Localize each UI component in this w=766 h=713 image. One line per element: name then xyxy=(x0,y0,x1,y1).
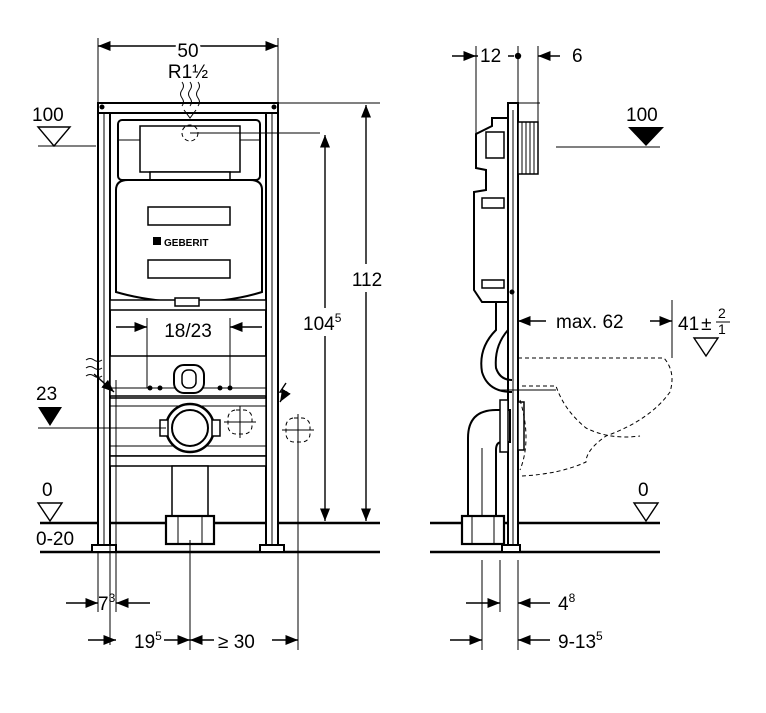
side-view: 100 0 41± 2 1 max. 62 12 6 xyxy=(430,42,730,653)
side-flush-pipe xyxy=(480,302,513,393)
floor-range-label: 0-20 xyxy=(36,529,74,550)
drain-pipe xyxy=(171,465,209,517)
frame-top-bar xyxy=(97,102,279,114)
logo-text: GEBERIT xyxy=(164,238,208,249)
level-marker-23: 23 xyxy=(36,384,166,429)
electric-icon xyxy=(278,382,291,403)
level-marker-0-front: 0 0-20 xyxy=(36,480,74,550)
level-marker-0-side: 0 xyxy=(632,480,660,523)
front-view: GEBERIT xyxy=(32,38,388,653)
level-marker-100-side: 100 xyxy=(556,105,664,148)
offset-small-label: 73 xyxy=(98,591,116,615)
geberit-logo: GEBERIT xyxy=(153,237,208,249)
side-level-floor-label: 0 xyxy=(638,480,649,501)
wall-offset-label: 48 xyxy=(558,591,576,615)
side-depth-12-label: 12 xyxy=(480,46,501,67)
wall-range-label: 9-135 xyxy=(558,629,603,653)
seat-tolerance-bottom: 1 xyxy=(718,321,726,337)
pipe-thread-label: R1½ xyxy=(168,62,208,83)
offset-min-label: ≥ 30 xyxy=(218,632,255,653)
side-depth-6-label: 6 xyxy=(572,46,583,67)
frame-left-foot xyxy=(91,544,117,553)
offset-mid-label: 195 xyxy=(134,629,162,653)
total-height-label: 112 xyxy=(352,270,382,291)
seat-height-label: 41± xyxy=(678,314,712,335)
side-actuator-plate xyxy=(517,121,539,175)
width-label: 50 xyxy=(177,41,198,62)
seat-tolerance-top: 2 xyxy=(718,305,726,321)
frame-lower-bar xyxy=(109,455,267,467)
bolt-spacing-label: 18/23 xyxy=(164,321,212,342)
level-top-label: 100 xyxy=(32,105,64,126)
side-toilet-bowl-outline xyxy=(518,357,673,477)
level-marker-100-front: 100 xyxy=(32,105,96,148)
frame-right-foot xyxy=(259,544,285,553)
seat-height-marker: 41± 2 1 xyxy=(678,305,730,358)
level-floor-label-front: 0 xyxy=(42,480,53,501)
side-cistern xyxy=(473,117,509,303)
side-level-top-label: 100 xyxy=(626,105,658,126)
level-mid-label: 23 xyxy=(36,384,57,405)
inner-height-label: 1045 xyxy=(303,311,342,335)
bowl-max-label: max. 62 xyxy=(556,312,624,333)
